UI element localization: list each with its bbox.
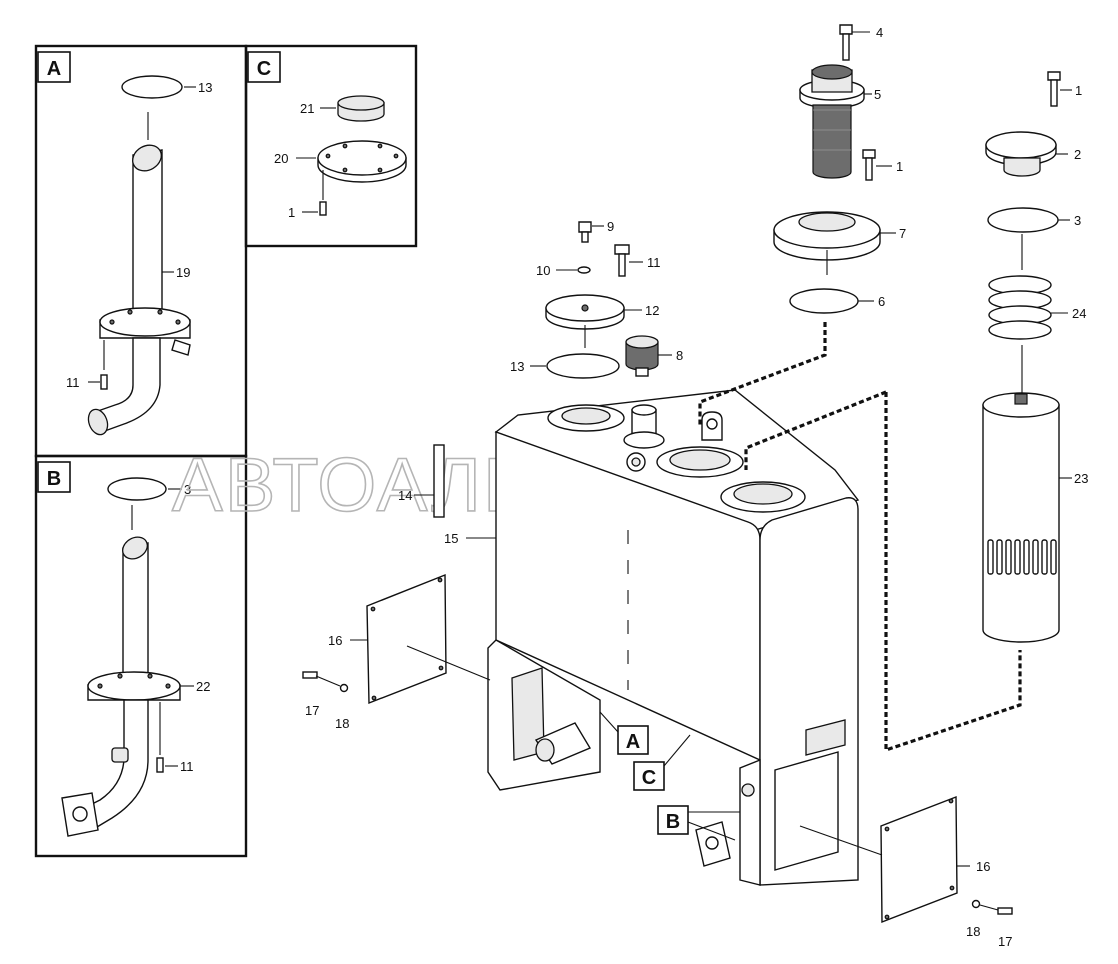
callout-3-right: 3 [1074, 213, 1081, 228]
callout-18-left: 18 [335, 716, 349, 731]
strainer-assembly: 1 2 3 24 [982, 71, 1088, 643]
callout-17-right: 17 [998, 934, 1012, 949]
callout-23: 23 [1074, 471, 1088, 486]
callout-4: 4 [876, 25, 883, 40]
callout-17-left: 17 [305, 703, 319, 718]
callout-21: 21 [300, 101, 314, 116]
panel-a-letter: A [47, 58, 61, 80]
callout-7: 7 [899, 226, 906, 241]
callout-18-right: 18 [966, 924, 980, 939]
cover-plate-right: 16 18 17 [799, 795, 1013, 949]
callout-11-top: 11 [647, 255, 661, 270]
spring [988, 275, 1052, 340]
callout-6: 6 [878, 294, 885, 309]
callout-22: 22 [196, 679, 210, 694]
cover-plate-left: 16 17 18 [302, 573, 491, 731]
callout-1-mid: 1 [896, 159, 903, 174]
callout-1-panel-c: 1 [288, 205, 295, 220]
detail-panel-b: B 3 22 11 [34, 454, 248, 858]
callout-5: 5 [874, 87, 881, 102]
callout-15: 15 [444, 531, 458, 546]
callout-3-panel-b: 3 [184, 482, 191, 497]
detail-panel-c: C 21 20 1 [244, 44, 418, 248]
callout-20: 20 [274, 151, 288, 166]
detail-panel-a: A 13 19 11 [34, 44, 248, 458]
filter-assembly: 4 5 1 7 6 [773, 24, 906, 314]
panel-c-letter: C [257, 58, 271, 80]
tank-ref-c: C [642, 767, 656, 789]
callout-9: 9 [607, 219, 614, 234]
callout-1-top: 1 [1075, 83, 1082, 98]
tank-ref-a: A [626, 731, 640, 753]
callout-14: 14 [398, 488, 412, 503]
cover-assembly: 9 10 11 12 13 8 [510, 219, 683, 379]
callout-8: 8 [676, 348, 683, 363]
callout-10: 10 [536, 263, 550, 278]
callout-12: 12 [645, 303, 659, 318]
callout-11-panel-b: 11 [180, 759, 194, 774]
callout-16-right: 16 [976, 859, 990, 874]
callout-13-panel-a: 13 [198, 80, 212, 95]
panel-b-letter: B [47, 468, 61, 490]
callout-16-left: 16 [328, 633, 342, 648]
assembly-leader-lines [698, 322, 1022, 753]
strainer-slots [987, 539, 1057, 575]
tank-ref-b: B [666, 811, 680, 833]
callout-2: 2 [1074, 147, 1081, 162]
callout-24: 24 [1072, 306, 1086, 321]
callout-19: 19 [176, 265, 190, 280]
callout-13-center: 13 [510, 359, 524, 374]
callout-11-panel-a: 11 [66, 375, 80, 390]
hydraulic-tank: 14 15 A C B [398, 389, 860, 886]
